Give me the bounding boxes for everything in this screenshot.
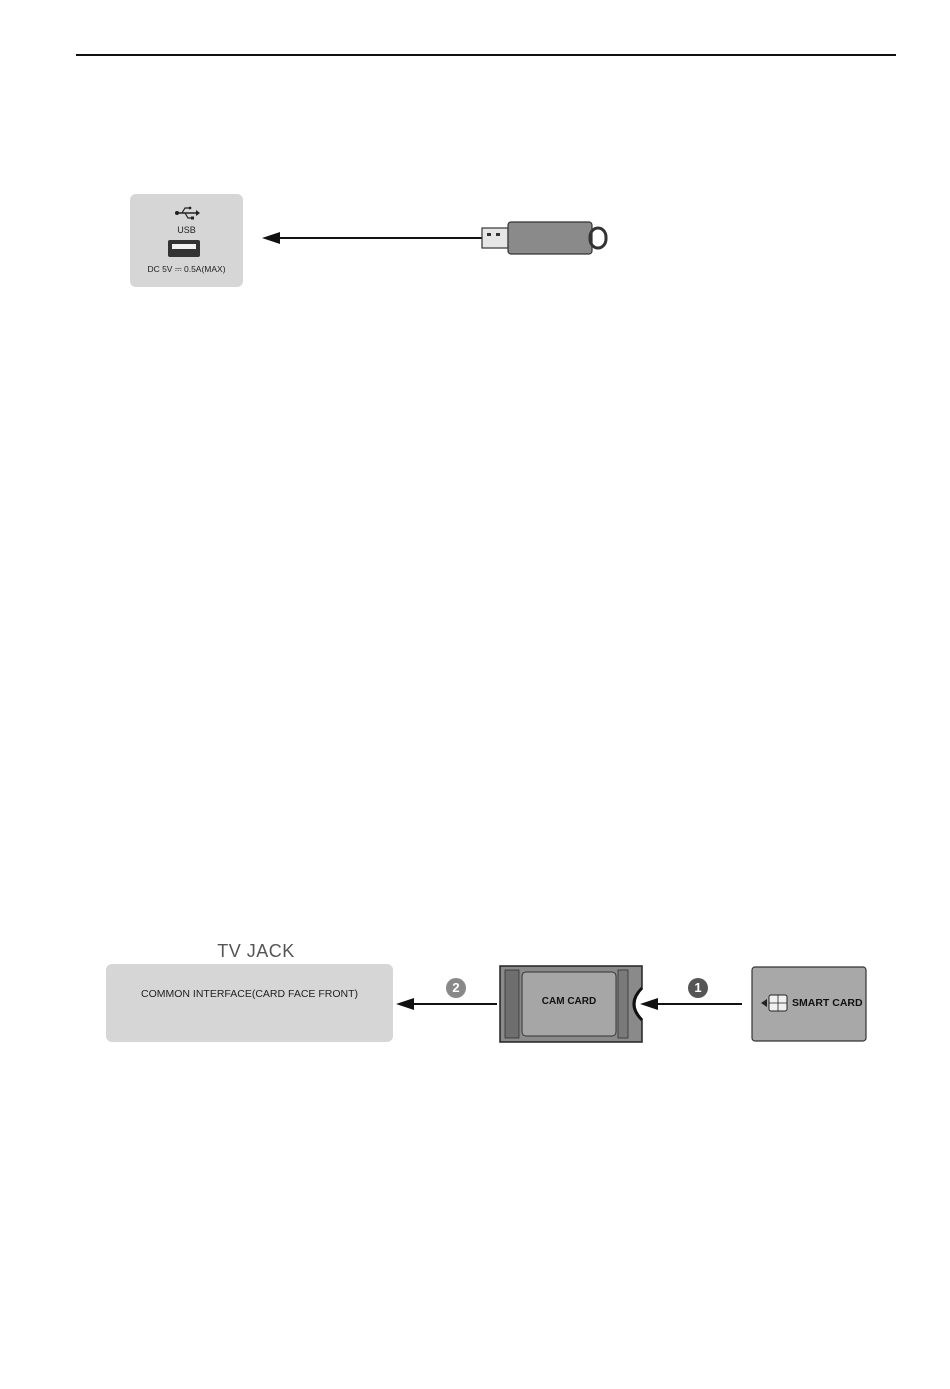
cam-card-label: CAM CARD: [534, 996, 604, 1007]
tv-jack-title: TV JACK: [106, 941, 406, 962]
step-1-badge: 1: [688, 978, 708, 998]
common-interface-label: COMMON INTERFACE(CARD FACE FRONT): [106, 988, 393, 1000]
smart-card-insert-arrow: [640, 998, 742, 1010]
cam-insert-arrow: [396, 998, 497, 1010]
usb-arrow: [262, 232, 482, 244]
step-2-badge: 2: [446, 978, 466, 998]
smart-card-label: SMART CARD: [792, 997, 866, 1009]
usb-flash-drive-icon: [482, 222, 606, 254]
common-interface-panel: COMMON INTERFACE(CARD FACE FRONT): [106, 964, 393, 1042]
